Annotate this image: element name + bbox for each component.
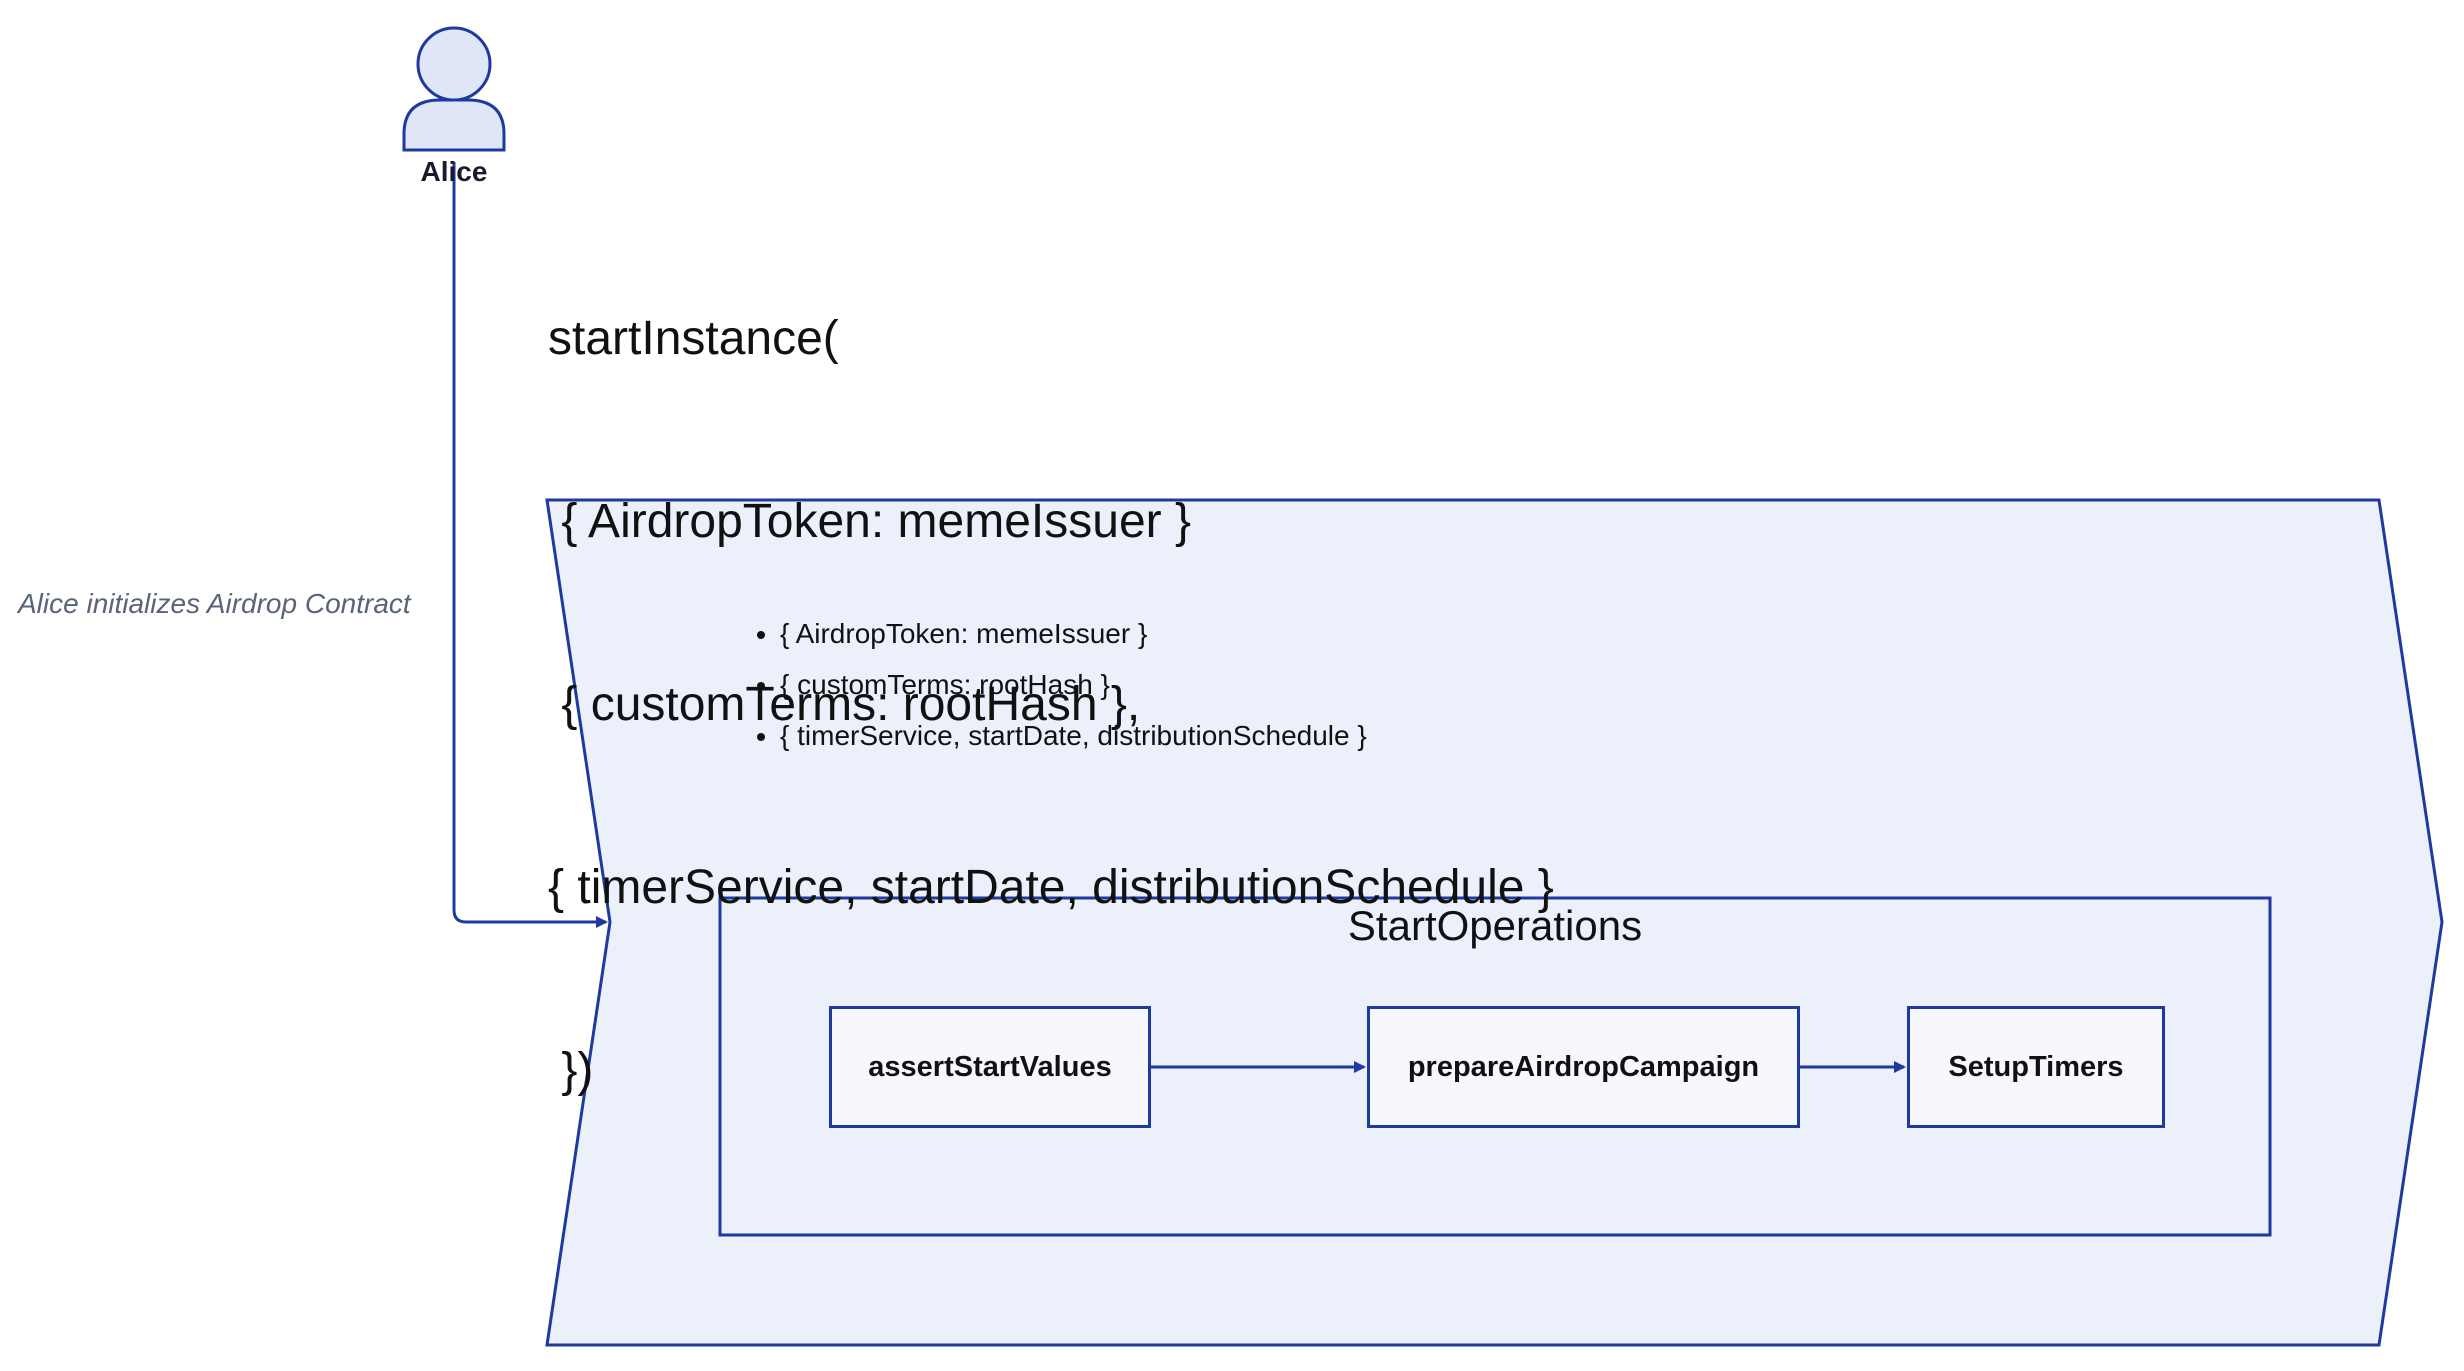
start-instance-call: startInstance( { AirdropToken: memeIssue… xyxy=(548,186,1554,1162)
call-line: { AirdropToken: memeIssuer } xyxy=(548,495,1191,548)
contract-params-list: { AirdropToken: memeIssuer } { customTer… xyxy=(740,608,1367,761)
operation-label: SetupTimers xyxy=(1948,1050,2124,1083)
actor-label: Alice xyxy=(420,156,488,187)
operation-assert-start-values: assertStartValues xyxy=(829,1006,1151,1128)
param-item: { timerService, startDate, distributionS… xyxy=(780,710,1367,761)
operation-label: assertStartValues xyxy=(868,1050,1112,1083)
operation-label: prepareAirdropCampaign xyxy=(1407,1050,1760,1083)
param-item: { customTerms: rootHash } xyxy=(780,659,1367,710)
param-item: { AirdropToken: memeIssuer } xyxy=(780,608,1367,659)
call-line: { customTerms: rootHash }, xyxy=(548,678,1141,731)
call-line: { timerService, startDate, distributionS… xyxy=(548,861,1554,914)
actor-user-icon xyxy=(402,26,506,152)
actor-to-contract-connector xyxy=(452,162,608,928)
group-title: StartOperations xyxy=(1347,902,1643,949)
operation-setup-timers: SetupTimers xyxy=(1907,1006,2165,1128)
call-line: }) xyxy=(548,1044,594,1097)
operation-prepare-airdrop-campaign: prepareAirdropCampaign xyxy=(1367,1006,1800,1128)
edge-label: Alice initializes Airdrop Contract xyxy=(18,588,411,619)
call-line: startInstance( xyxy=(548,312,839,365)
